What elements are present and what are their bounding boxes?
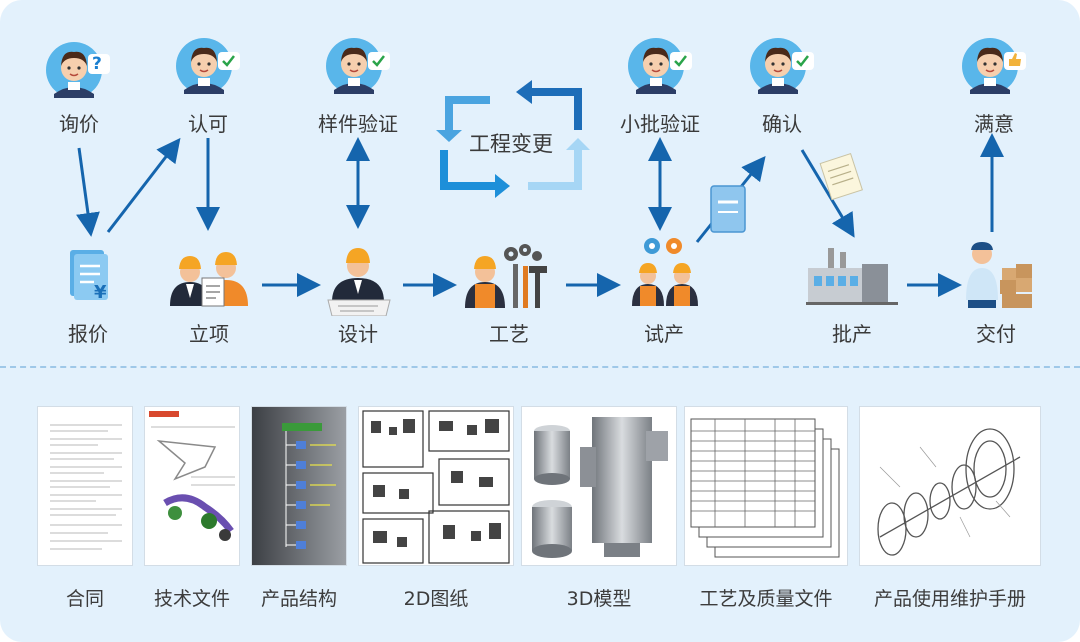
doc-label-process-quality: 工艺及质量文件 — [699, 588, 833, 610]
label-approval: 认可 — [188, 112, 228, 136]
label-quotation: 报价 — [68, 322, 108, 346]
3d-model-thumbnail — [521, 406, 677, 566]
doc-label-2d-drawing: 2D图纸 — [403, 588, 469, 610]
arrow-confirm-to-mass — [800, 149, 855, 238]
label-mass-production: 批产 — [832, 322, 872, 346]
doc-label-technical: 技术文件 — [153, 588, 231, 610]
memo-paper-icon — [819, 152, 863, 201]
delivery-courier-icon — [962, 240, 1036, 310]
avatar-inquiry: ? — [46, 40, 110, 102]
label-engineering-change: 工程变更 — [469, 132, 553, 156]
arrow-inquiry-to-quotation — [76, 147, 100, 237]
2d-drawing-thumbnail — [358, 406, 514, 566]
label-confirmation: 确认 — [762, 112, 802, 136]
avatar-small-batch — [628, 36, 692, 98]
doc-label-3d-model: 3D模型 — [566, 588, 632, 610]
label-trial-production: 试产 — [644, 322, 684, 346]
contract-doc-thumbnail — [37, 406, 133, 566]
check-icon — [372, 55, 385, 67]
check-icon — [796, 55, 809, 67]
engineering-change-loop — [436, 80, 590, 198]
factory-icon — [806, 246, 898, 306]
avatar-satisfied — [962, 36, 1026, 98]
section-divider — [0, 366, 1080, 368]
check-icon — [222, 55, 235, 67]
label-project-setup: 立项 — [189, 322, 229, 346]
yen-icon: ¥ — [94, 282, 107, 303]
maintenance-manual-thumbnail — [859, 406, 1041, 566]
label-sample-verification: 样件验证 — [318, 112, 398, 136]
arrow-quotation-to-approval — [106, 137, 181, 233]
label-delivery: 交付 — [976, 322, 1016, 346]
label-design: 设计 — [338, 322, 378, 346]
label-small-batch-verification: 小批验证 — [620, 112, 700, 136]
project-team-icon — [168, 238, 250, 308]
avatar-sample-verification — [326, 36, 390, 98]
doc-label-contract: 合同 — [65, 588, 105, 610]
trial-production-workers-icon — [630, 236, 700, 308]
designer-icon — [326, 240, 392, 316]
avatar-approval — [176, 36, 240, 98]
process-engineer-tools-icon — [463, 242, 559, 310]
check-icon — [674, 55, 687, 67]
doc-label-maintenance-manual: 产品使用维护手册 — [873, 588, 1027, 610]
spec-document-icon — [710, 185, 746, 233]
avatar-confirmation — [750, 36, 814, 98]
quotation-doc-icon: ¥ — [66, 248, 112, 304]
process-quality-docs-thumbnail — [684, 406, 848, 566]
label-process: 工艺 — [489, 322, 529, 346]
label-satisfied: 满意 — [974, 112, 1014, 136]
label-inquiry: 询价 — [59, 112, 99, 136]
product-structure-thumbnail — [251, 406, 347, 566]
technical-doc-thumbnail — [144, 406, 240, 566]
doc-label-product-structure: 产品结构 — [260, 588, 338, 610]
question-icon: ? — [92, 54, 102, 74]
thumbs-up-icon — [1009, 53, 1021, 66]
